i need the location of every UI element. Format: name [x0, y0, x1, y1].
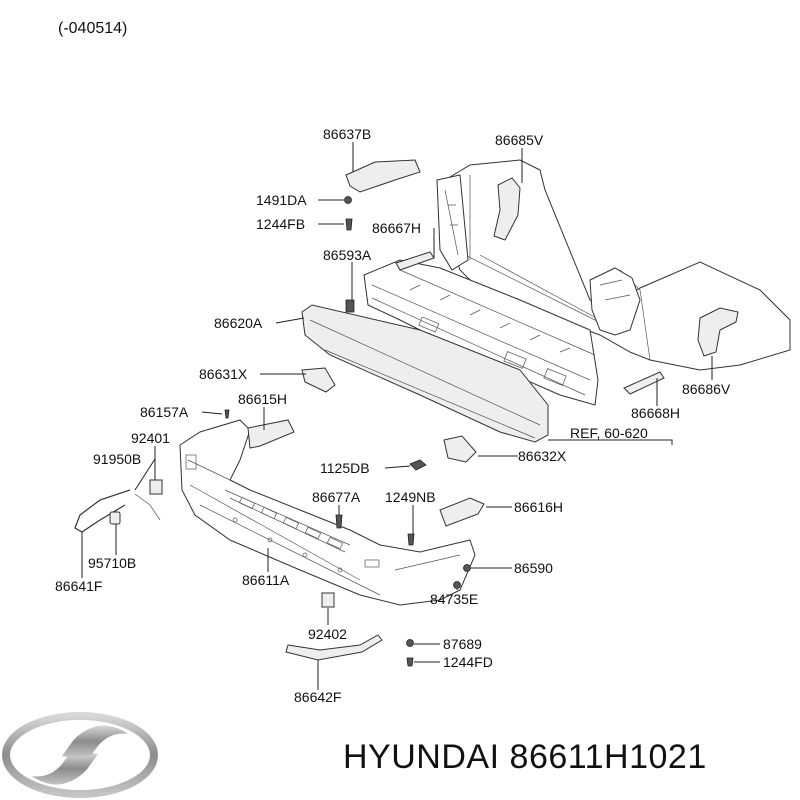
part-86637B [345, 159, 421, 193]
label-86631X: 86631X [199, 366, 248, 382]
part-86632X [443, 435, 477, 463]
label-1125DB: 1125DB [320, 460, 370, 476]
label-86611A: 86611A [242, 572, 290, 588]
label-1244FB: 1244FB [256, 216, 305, 232]
label-ref: REF, 60-620 [570, 425, 648, 441]
fastener-86677A [335, 514, 343, 529]
fastener-86590 [463, 564, 471, 572]
part-number: 86611H1021 [509, 738, 707, 776]
label-86642F: 86642F [294, 689, 341, 705]
fastener-84735E [453, 581, 461, 589]
part-86685V [493, 177, 521, 241]
label-1491DA: 1491DA [256, 192, 307, 208]
part-86668H [623, 371, 665, 395]
label-86615H: 86615H [238, 391, 287, 407]
brand-name: HYUNDAI [343, 738, 500, 776]
fastener-87689 [406, 639, 414, 647]
label-1244FD: 1244FD [443, 654, 493, 670]
fastener-1125DB [409, 459, 427, 471]
label-86637B: 86637B [323, 126, 371, 142]
part-86631X [301, 367, 336, 393]
part-86641F [74, 489, 131, 533]
label-92401: 92401 [131, 430, 170, 446]
part-86611A [179, 419, 476, 606]
label-86616H: 86616H [514, 499, 563, 515]
date-code: (-040514) [58, 20, 128, 37]
part-92402 [321, 592, 335, 608]
label-86668H: 86668H [631, 405, 680, 421]
label-84735E: 84735E [430, 591, 478, 607]
hyundai-logo-icon [2, 712, 158, 798]
label-86685V: 86685V [495, 132, 544, 148]
label-86686V: 86686V [682, 381, 731, 397]
fastener-1491DA [344, 196, 352, 204]
label-86632X: 86632X [518, 448, 567, 464]
fastener-1244FB [345, 218, 353, 231]
label-91950B: 91950B [93, 451, 141, 467]
part-86620A [301, 304, 549, 443]
label-86590: 86590 [514, 560, 553, 576]
label-86677A: 86677A [312, 489, 361, 505]
label-86641F: 86641F [55, 578, 102, 594]
leader-lines [81, 142, 713, 690]
label-95710B: 95710B [88, 555, 136, 571]
part-labels: 86637B 86685V 1491DA 1244FB 86667H 86593… [55, 126, 731, 705]
label-86593A: 86593A [323, 247, 372, 263]
part-86615H [247, 419, 295, 449]
fastener-86157A [224, 409, 230, 419]
label-92402: 92402 [308, 626, 347, 642]
label-1249NB: 1249NB [385, 489, 436, 505]
part-86616H [439, 497, 485, 527]
part-86642F [285, 634, 383, 661]
label-86667H: 86667H [372, 220, 421, 236]
part-86686V [697, 307, 739, 357]
fastener-1249NB [407, 533, 415, 546]
part-86593A [363, 259, 599, 406]
fastener-1244FD [406, 657, 414, 667]
part-92401 [149, 479, 163, 495]
part-95710B [109, 511, 121, 525]
label-87689: 87689 [443, 636, 482, 652]
label-86157A: 86157A [140, 404, 189, 420]
label-86620A: 86620A [214, 315, 263, 331]
fastener-86593A [345, 299, 355, 313]
